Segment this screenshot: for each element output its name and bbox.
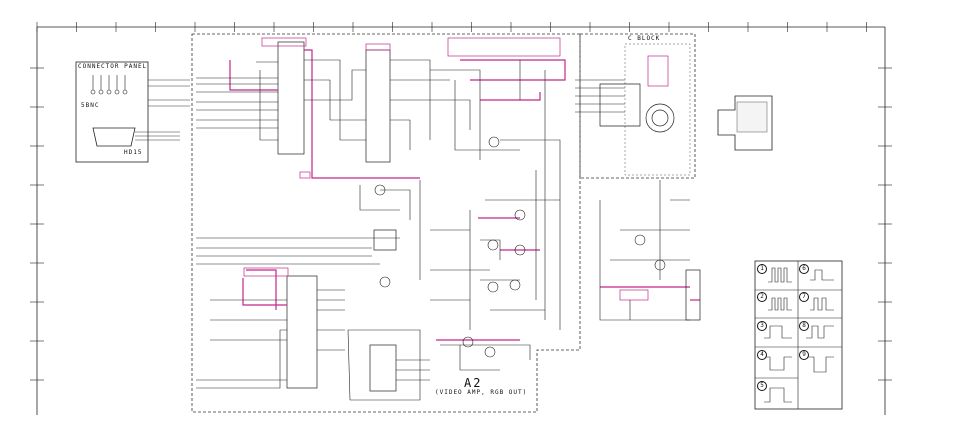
waveform-number: 2	[757, 292, 767, 302]
hd15-connector	[92, 127, 136, 147]
highlighted-nets	[229, 49, 700, 341]
waveform-number: 3	[757, 321, 767, 331]
transistors	[374, 136, 666, 358]
waveform-number: 8	[799, 321, 809, 331]
waveform-number: 4	[757, 350, 767, 360]
waveform-panel	[754, 260, 843, 410]
c-block-outline	[579, 33, 696, 179]
connector-panel-box	[75, 61, 149, 163]
waveform-number: 7	[799, 292, 809, 302]
ic-video-processor	[277, 41, 305, 155]
grid-ticks	[30, 22, 892, 381]
integrated-circuits	[277, 41, 397, 392]
waveform-number: 5	[757, 381, 767, 391]
board-name: A2	[464, 376, 483, 390]
ic-rgb-switch	[369, 344, 397, 392]
waveform-number: 1	[757, 264, 767, 274]
ic-osd	[286, 275, 318, 389]
waveform-number: 6	[799, 264, 809, 274]
output-connector	[685, 269, 701, 321]
board-description: (VIDEO AMP, RGB OUT)	[435, 389, 528, 396]
sheet-frame	[36, 26, 886, 415]
ic-small	[373, 229, 397, 251]
waveform-number: 9	[799, 350, 809, 360]
connector-panel-title: CONNECTOR PANEL	[78, 63, 148, 70]
a2-board-outline	[191, 33, 581, 413]
bnc-label: 5BNC	[81, 102, 100, 109]
schematic-wiring	[196, 59, 690, 401]
c-block-inner	[624, 43, 691, 176]
ic-rgb-driver	[365, 49, 391, 163]
c-block-label: C BLOCK	[628, 35, 661, 42]
crt-socket	[599, 83, 675, 133]
bnc-connectors	[90, 75, 128, 95]
waveform-traces	[764, 267, 834, 403]
hd15-label: HD15	[124, 149, 143, 156]
